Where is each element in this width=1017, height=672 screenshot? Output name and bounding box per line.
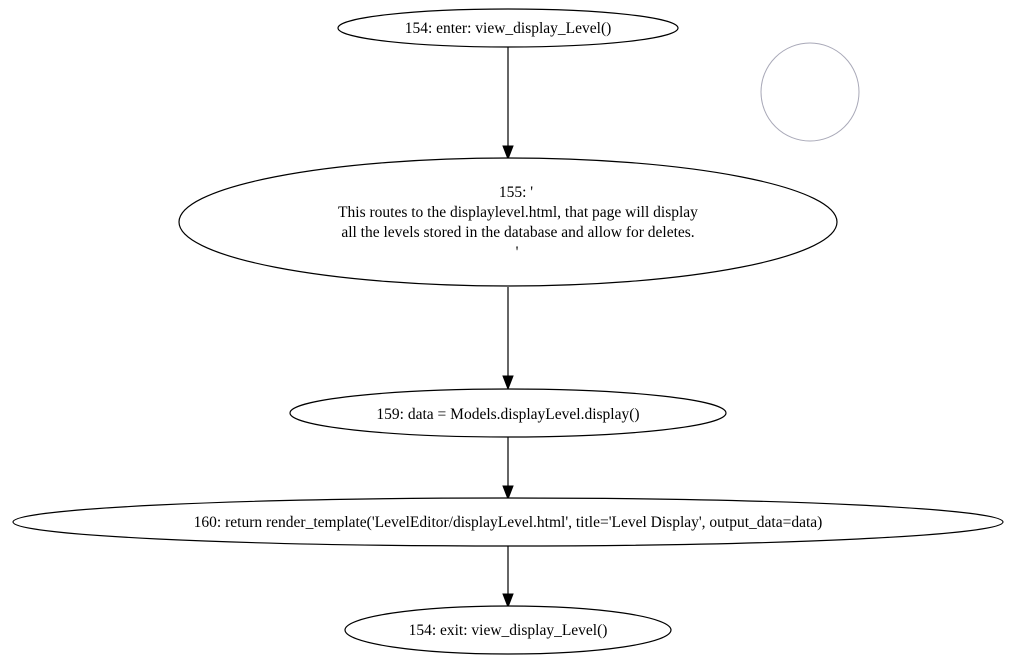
node-entry-label: 154: enter: view_display_Level() [405, 20, 612, 37]
isolated-node-shape [760, 42, 860, 142]
node-docstring: 155: ' This routes to the displaylevel.h… [178, 157, 838, 287]
node-entry-shape [337, 8, 679, 48]
node-exit: 154: exit: view_display_Level() [344, 605, 672, 655]
node-return-label: 160: return render_template('LevelEditor… [194, 514, 823, 531]
node-docstring-line-1: 155: ' [499, 184, 533, 201]
node-entry: 154: enter: view_display_Level() [337, 8, 679, 48]
node-docstring-line-4: ' [516, 244, 519, 261]
node-exit-shape [344, 605, 672, 655]
node-exit-label: 154: exit: view_display_Level() [409, 622, 608, 639]
isolated-node [760, 42, 860, 142]
node-docstring-shape [178, 157, 838, 287]
node-return: 160: return render_template('LevelEditor… [12, 497, 1004, 547]
node-docstring-line-2: This routes to the displaylevel.html, th… [338, 204, 698, 221]
node-assign-label: 159: data = Models.displayLevel.display(… [376, 406, 639, 423]
node-return-shape [12, 497, 1004, 547]
node-assign: 159: data = Models.displayLevel.display(… [289, 388, 727, 438]
edge-assign-to-return [502, 437, 514, 501]
edge-return-to-exit [502, 546, 514, 609]
edge-entry-to-docstring [502, 47, 514, 161]
node-docstring-line-3: all the levels stored in the database an… [341, 224, 694, 241]
edge-docstring-to-assign [502, 287, 514, 391]
node-assign-shape [289, 388, 727, 438]
